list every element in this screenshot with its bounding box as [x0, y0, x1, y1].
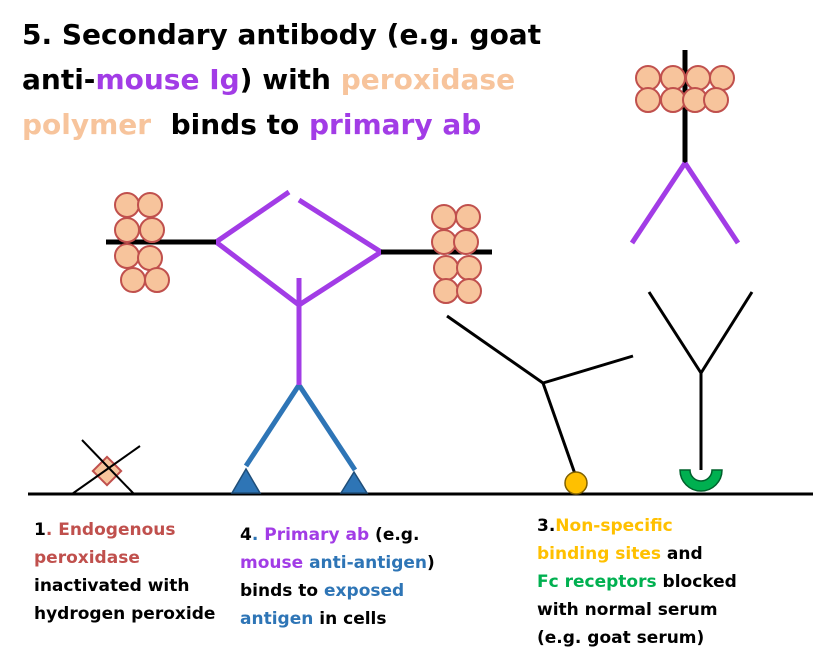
- fc-receptor-icon: [679, 469, 723, 492]
- text-segment: with normal serum: [537, 600, 718, 620]
- text-segment: blocked: [656, 572, 737, 592]
- caption-line: 1. Endogenous: [34, 516, 215, 544]
- caption-line: with normal serum: [537, 596, 737, 624]
- text-segment: Primary ab: [264, 525, 370, 545]
- serum-antibody-nonspecific: [446, 314, 634, 475]
- antigen-triangle-left: [230, 467, 262, 494]
- text-segment: and: [661, 544, 703, 564]
- text-segment: polymer: [22, 108, 152, 141]
- text-segment: peroxidase: [340, 63, 516, 96]
- text-segment: binding sites: [537, 544, 662, 564]
- caption-line: peroxidase: [34, 544, 215, 572]
- text-segment: ): [427, 553, 435, 573]
- text-segment: 3.: [537, 516, 556, 536]
- text-segment: primary ab: [309, 108, 482, 141]
- text-segment: hydrogen peroxide: [34, 604, 216, 624]
- text-segment: . Endogenous: [45, 520, 176, 540]
- title-line-3: polymer binds to primary ab: [22, 102, 582, 147]
- serum-antibody-fc: [647, 291, 754, 470]
- inactivated-peroxidase-icon: [71, 439, 141, 495]
- text-segment: Non-specific: [555, 516, 673, 536]
- title-line-1: 5. Secondary antibody (e.g. goat: [22, 12, 582, 57]
- caption-line: binding sites and: [537, 540, 737, 568]
- text-segment: in cells: [313, 609, 387, 629]
- text-segment: binds to: [240, 581, 325, 601]
- text-segment: (e.g. goat serum): [537, 628, 705, 648]
- caption-line: (e.g. goat serum): [537, 624, 737, 652]
- text-segment: anti-antigen: [309, 553, 427, 573]
- caption-line: inactivated with: [34, 572, 215, 600]
- text-segment: Fc receptors: [537, 572, 657, 592]
- text-segment: ) with: [239, 63, 341, 96]
- text-segment: antigen: [240, 609, 314, 629]
- peroxidase-polymer-right: [431, 204, 482, 304]
- text-segment: (e.g.: [369, 525, 420, 545]
- caption-line: binds to exposed: [240, 577, 435, 605]
- caption-step-4: 4. Primary ab (e.g.mouse anti-antigen)bi…: [240, 521, 435, 633]
- caption-line: 4. Primary ab (e.g.: [240, 521, 435, 549]
- title-line-2: anti-mouse Ig) with peroxidase: [22, 57, 582, 102]
- text-segment: mouse: [240, 553, 304, 573]
- caption-line: mouse anti-antigen): [240, 549, 435, 577]
- nonspecific-binding-site-icon: [564, 471, 588, 495]
- text-segment: .: [251, 525, 265, 545]
- diagram-title: 5. Secondary antibody (e.g. goat anti-mo…: [22, 12, 582, 147]
- caption-line: Fc receptors blocked: [537, 568, 737, 596]
- text-segment: 5. Secondary antibody (e.g. goat: [22, 18, 542, 51]
- text-segment: binds to: [151, 108, 310, 141]
- primary-antibody: [243, 278, 358, 472]
- caption-step-1: 1. Endogenous peroxidase inactivated with h…: [34, 516, 215, 628]
- antigen-triangle-right: [339, 470, 369, 494]
- caption-line: 3.Non-specific: [537, 512, 737, 540]
- text-segment: anti-: [22, 63, 96, 96]
- caption-line: hydrogen peroxide: [34, 600, 215, 628]
- text-segment: mouse Ig: [95, 63, 240, 96]
- peroxidase-polymer-top: [635, 65, 735, 113]
- text-segment: inactivated with: [34, 576, 190, 596]
- text-segment: exposed: [324, 581, 405, 601]
- text-segment: 1: [34, 520, 46, 540]
- peroxidase-polymer-left: [114, 192, 170, 293]
- caption-line: antigen in cells: [240, 605, 435, 633]
- text-segment: 4: [240, 525, 252, 545]
- text-segment: peroxidase: [34, 548, 140, 568]
